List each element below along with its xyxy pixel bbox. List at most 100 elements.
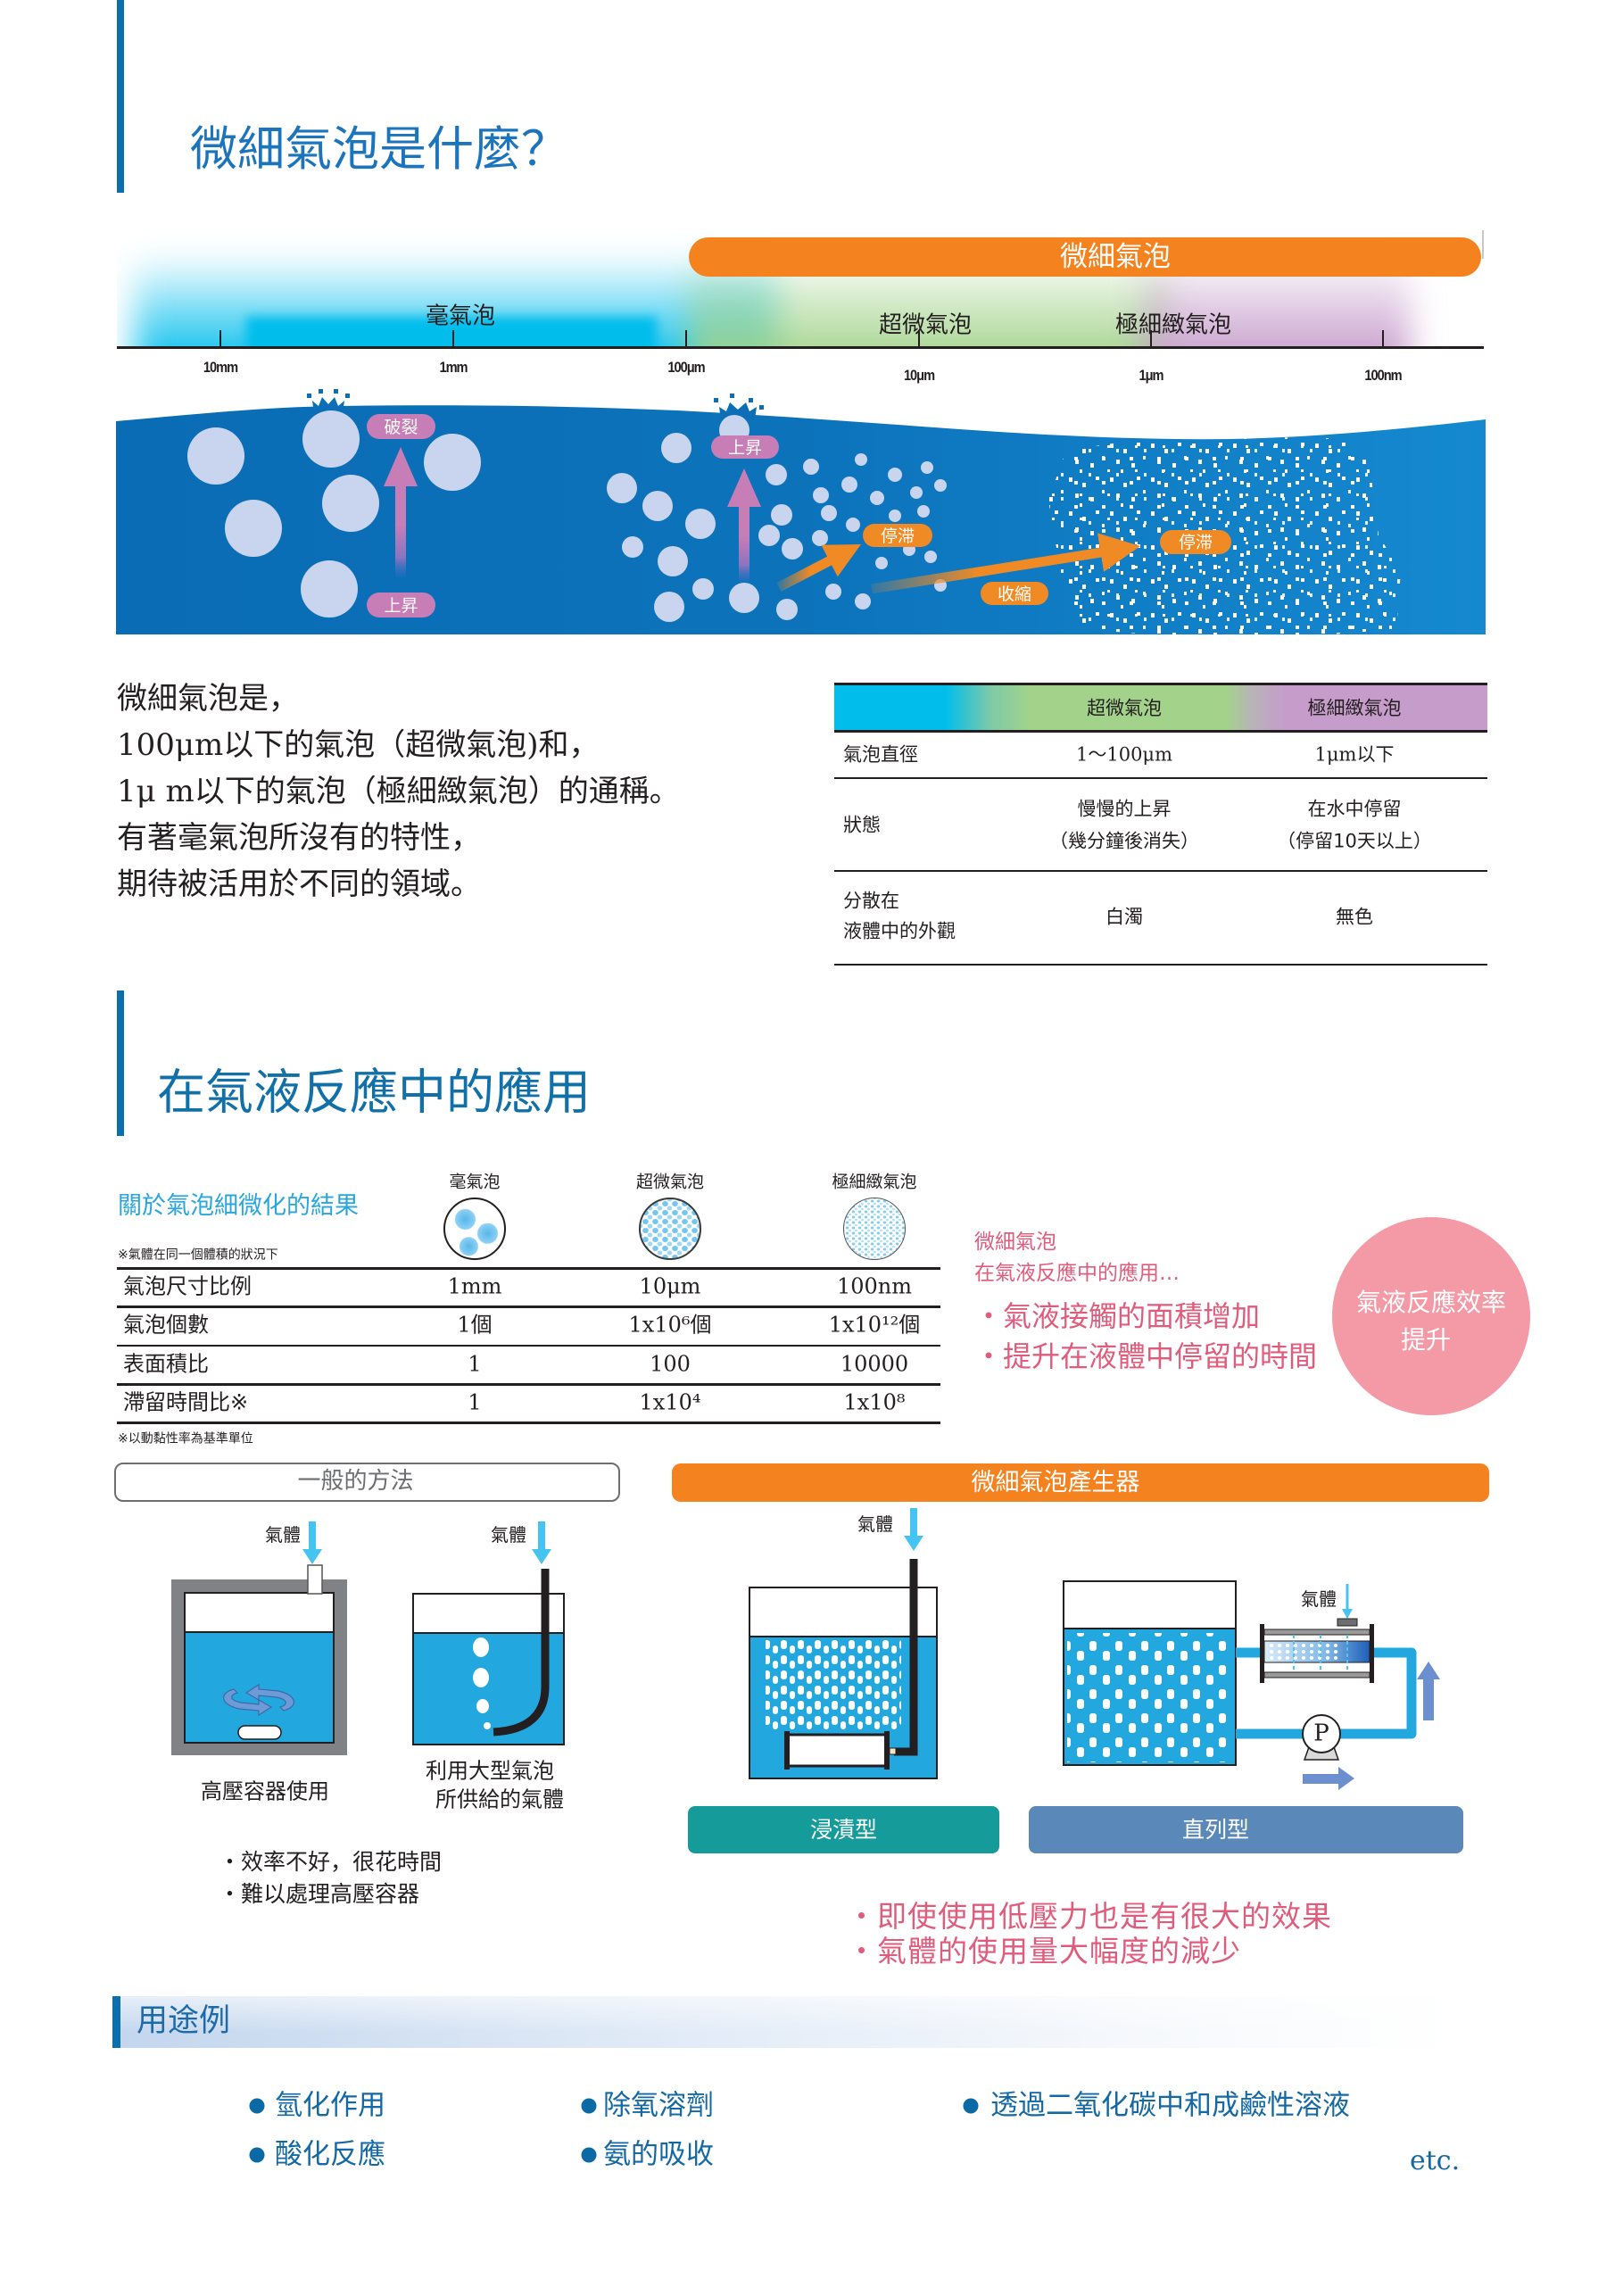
- crown-shape: [312, 397, 344, 413]
- immersion-type-diagram: [749, 1508, 938, 1779]
- results-cell: 1x10¹²個: [828, 1312, 921, 1338]
- band-label-micro: 超微氣泡: [878, 311, 973, 339]
- gas-pipe: [493, 1569, 550, 1737]
- uses-header-band: [112, 1996, 1451, 2048]
- use-item: 氨的吸收: [603, 2138, 714, 2171]
- bubble: [870, 491, 884, 505]
- inline-type-label: 直列型: [1029, 1806, 1463, 1853]
- tick-label-10mm: 10mm: [203, 359, 238, 376]
- bubble: [766, 464, 787, 485]
- definition-line: 微細氣泡是，: [117, 681, 299, 717]
- section-bar-uses: [112, 1996, 120, 2048]
- splash-drop: [345, 394, 350, 398]
- splash-drop: [334, 389, 338, 394]
- gas-arrow-head: [532, 1549, 551, 1564]
- gas-label: 氣體: [491, 1524, 526, 1546]
- generator-header: 微細氣泡產生器: [672, 1463, 1489, 1502]
- section-bar-what: [117, 0, 124, 193]
- bubble: [924, 551, 937, 563]
- conventional-method-header: 一般的方法: [114, 1463, 620, 1502]
- pill-bg: [1160, 530, 1231, 554]
- use-item: 氫化作用: [275, 2089, 385, 2122]
- bubble: [322, 475, 379, 532]
- bubble: [875, 557, 888, 569]
- results-rule: [117, 1305, 940, 1308]
- milli-bubble-icon: [443, 1198, 506, 1260]
- splash-crown-icon: [714, 394, 764, 419]
- bubble: [888, 468, 902, 482]
- splash-drop: [730, 394, 734, 398]
- tick-label-1mm: 1mm: [439, 359, 468, 376]
- label-rise-large: 上昇: [367, 593, 435, 618]
- flow-right-arrow-shaft: [1303, 1774, 1340, 1784]
- pill-text: 停滞: [1179, 533, 1213, 552]
- use-item: 透過二氧化碳中和成鹼性溶液: [990, 2089, 1350, 2122]
- gas-arrow-shaft: [910, 1508, 917, 1537]
- splash-drop: [714, 398, 718, 402]
- immersion-type-label: 浸漬型: [688, 1806, 999, 1853]
- gas-arrow-shaft: [538, 1521, 545, 1550]
- immersion-generator: [786, 1733, 888, 1768]
- efficiency-badge: [1332, 1217, 1530, 1415]
- results-cell: 1x10⁴: [639, 1389, 701, 1415]
- pill-text: 收縮: [998, 584, 1031, 604]
- label-shrink: 收縮: [981, 582, 1048, 605]
- gas-inlet: [307, 1564, 323, 1595]
- method-diagrams: [171, 1508, 1440, 1790]
- splash-drop: [307, 394, 311, 398]
- pressure-vessel-diagram: [171, 1521, 347, 1755]
- bullet-icon: [581, 2098, 597, 2114]
- tube-bubbles: [1267, 1644, 1338, 1660]
- axis-tick: [452, 330, 454, 347]
- pill-bg: [863, 524, 932, 547]
- results-condition-note: ※氣體在同一個體積的狀況下: [118, 1247, 278, 1263]
- efficiency-badge-line: 氣液反應效率: [1355, 1288, 1507, 1318]
- bubble: [782, 538, 803, 559]
- gas-pipe: [894, 1559, 918, 1756]
- bubble: [658, 546, 688, 576]
- large-bubble-caption: 利用大型氣泡: [426, 1758, 554, 1784]
- pill-bg: [367, 593, 435, 618]
- bubble: [841, 477, 857, 493]
- label-stay-micro: 停滞: [863, 524, 932, 547]
- section-title-application: 在氣液反應中的應用: [157, 1064, 591, 1121]
- crown-shape: [719, 402, 757, 419]
- pill-text: 上昇: [728, 438, 762, 458]
- table-cell: 無色: [1336, 906, 1373, 928]
- results-rule: [117, 1422, 940, 1424]
- label-stay-nano: 停滞: [1160, 530, 1231, 554]
- results-cell: 10μm: [639, 1273, 701, 1299]
- bubble: [934, 479, 947, 492]
- efficiency-badge-line: 提升: [1400, 1325, 1452, 1355]
- bubble: [661, 433, 691, 463]
- size-band-gradient: [117, 228, 1486, 347]
- bubble: [821, 505, 837, 521]
- bubble: [758, 525, 780, 546]
- bubble: [685, 509, 716, 539]
- axis-tick: [1382, 330, 1384, 347]
- table-row-label: 狀態: [843, 814, 881, 836]
- benefit-bullet: ・氣液接觸的面積增加: [974, 1298, 1261, 1333]
- axis-tick: [918, 330, 920, 347]
- results-rule: [117, 1345, 940, 1347]
- tick-label-100nm: 100nm: [1364, 367, 1402, 384]
- microbubbles: [766, 1640, 901, 1731]
- table-row-label: 氣泡直徑: [843, 743, 918, 766]
- micro-bubbles: [607, 415, 947, 622]
- gas-label: 氣體: [265, 1524, 301, 1546]
- bullet-icon: [249, 2098, 265, 2114]
- drawback-bullet: ・難以處理高壓容器: [219, 1881, 420, 1907]
- table-row-label: 分散在: [843, 890, 899, 912]
- table-header-micro: 超微氣泡: [1087, 697, 1162, 719]
- micro-bubble-icon: [639, 1198, 701, 1260]
- table-header-nano: 極細緻氣泡: [1307, 697, 1402, 719]
- comparison-table-header-bg: [834, 685, 1487, 730]
- bubble: [692, 578, 714, 600]
- milli-band-core: [246, 317, 657, 347]
- definition-line: 期待被活用於不同的領域。: [117, 866, 481, 902]
- table-cell: （停留10天以上）: [1277, 830, 1432, 852]
- table-cell: 在水中停留: [1307, 798, 1402, 820]
- bubble: [771, 504, 792, 526]
- results-row-label: 氣泡個數: [123, 1312, 209, 1338]
- definition-line: 有著毫氣泡所沒有的特性，: [117, 820, 481, 856]
